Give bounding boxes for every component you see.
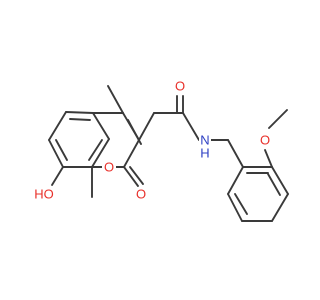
ring-oxygen-label: O (104, 160, 114, 175)
lactone-oxygen-label-group: O (134, 187, 148, 202)
bond (138, 112, 155, 141)
benzo-ring (48, 111, 110, 168)
lactone-carbonyl (123, 166, 144, 187)
lactone-carbonyl-oxygen-label: O (136, 187, 146, 202)
methoxy-bond (264, 149, 273, 168)
bond-to-nitrogen (182, 112, 200, 141)
amide-nitrogen-label-group: N H (199, 133, 211, 161)
double-bond (129, 166, 144, 185)
bond (92, 112, 110, 140)
hydroxyl-oxygen-label: HO (34, 187, 54, 202)
double-bond-inner (69, 118, 91, 121)
bond (48, 111, 67, 141)
double-bond-inner (234, 193, 248, 215)
bond (91, 138, 110, 168)
methoxy-methyl-bond (268, 109, 288, 129)
amide-carbonyl-oxygen-label: O (175, 79, 185, 94)
hydroxyl-label: HO (33, 186, 55, 202)
bond (227, 193, 243, 222)
molecule-structure-canvas: HO O O O N H O (33, 78, 289, 222)
bond (65, 111, 94, 114)
methoxybenzyl-ring (227, 139, 289, 222)
bond (227, 139, 244, 168)
methyl-c4-bond (107, 85, 124, 114)
bond (123, 166, 139, 187)
propanamide-chain (138, 95, 229, 141)
hydroxyl-bond (51, 166, 64, 186)
amide-nitrogen-label: N (200, 133, 209, 148)
double-bond-inner (55, 139, 68, 161)
double-bond-inner (267, 173, 281, 196)
amide-hydrogen-label: H (200, 146, 209, 161)
pyranone-ring (91, 112, 142, 168)
bond (227, 166, 244, 195)
ring-oxygen-label-group: O (102, 160, 116, 175)
bond (271, 193, 289, 222)
molecule-structure-diagram: HO O O O N H O (33, 78, 289, 222)
methoxy-oxygen-label: O (260, 133, 270, 148)
bond (123, 139, 140, 168)
bond (48, 139, 64, 168)
methoxy-oxygen-label-group: O (258, 132, 272, 148)
double-bond-inner (88, 139, 103, 161)
bond (271, 166, 289, 195)
amide-oxygen-label-group: O (173, 78, 187, 94)
